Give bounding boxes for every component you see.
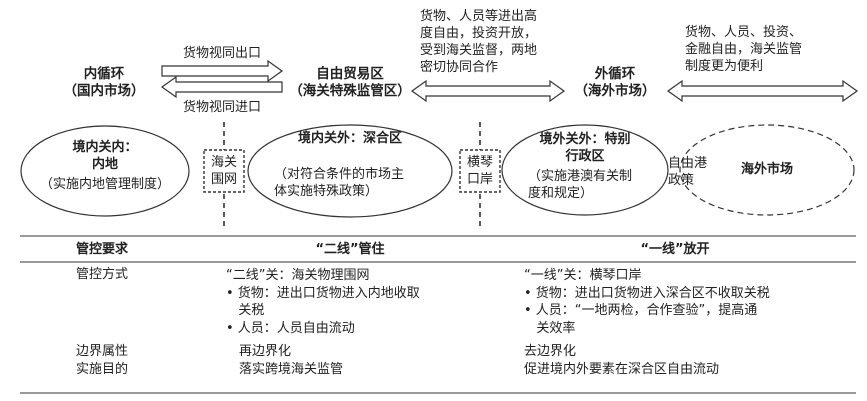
hk-macau-ellipse [501, 124, 669, 216]
row-method-first-line: “一线”关：横琴口岸 • 货物：进出口货物进入深合区不收取关税 • 人员：“一地… [524, 268, 770, 336]
export-label: 货物视同出口 [182, 46, 261, 61]
row-boundary-label: 边界属性 [76, 344, 129, 359]
table-header-label: 管控要求 [76, 242, 129, 257]
table-header-second-line: “二线”管住 [315, 242, 385, 257]
import-arrow [160, 75, 283, 99]
customs-fence-label: 海关 围网 [210, 155, 237, 187]
cooperation-ellipse [247, 124, 453, 218]
ftz-outer-arrow [410, 79, 566, 103]
domestic-desc: （实施内地管理制度） [39, 177, 170, 192]
row-method-label: 管控方式 [76, 267, 129, 282]
row-purpose-first-line: 促进境内外要素在深合区自由流动 [524, 362, 720, 377]
row-method-second-line: “二线”关：海关物理围网 • 货物：进出口货物进入内地收取 关税 • 人员：人员… [226, 268, 420, 336]
hengqin-port-label: 横琴 口岸 [466, 155, 493, 187]
overseas-ellipse [679, 124, 855, 216]
cooperation-title: 境内关外：深合区 [297, 131, 402, 146]
free-port-policy: 自由港 政策 [668, 156, 708, 188]
table-header-first-line: “一线”放开 [640, 242, 710, 257]
domestic-title: 境内关内： 内地 [72, 140, 138, 172]
outer-right-arrow [666, 79, 859, 103]
row-boundary-second-line: 再边界化 [239, 344, 292, 359]
hk-macau-title: 境外关外：特别 行政区 [539, 132, 631, 164]
ftz-label: 自由贸易区 （海关特殊监管区） [289, 66, 411, 99]
import-label: 货物视同进口 [182, 100, 261, 115]
domestic-ellipse [20, 125, 190, 217]
export-arrow [161, 59, 284, 83]
hk-macau-desc: （实施港澳有关制 度和规定） [528, 169, 633, 201]
row-purpose-label: 实施目的 [76, 362, 129, 377]
note-right: 货物、人员、投资、 金融自由，海关监管 制度更为便利 [685, 25, 803, 74]
cooperation-desc: （对符合条件的市场主 体实施特殊政策） [274, 167, 405, 199]
inner-loop-label: 内循环 （国内市场） [63, 66, 145, 99]
note-middle: 货物、人员等进出高 度自由，投资开放， 受到海关监督，两地 密切协同合作 [420, 9, 538, 75]
overseas-title: 海外市场 [740, 162, 793, 177]
row-boundary-first-line: 去边界化 [524, 344, 577, 359]
row-purpose-second-line: 落实跨境海关监管 [239, 362, 344, 377]
customs-fence-box [203, 149, 245, 193]
outer-loop-label: 外循环 （海外市场） [574, 66, 656, 99]
hengqin-port-box [459, 149, 501, 193]
